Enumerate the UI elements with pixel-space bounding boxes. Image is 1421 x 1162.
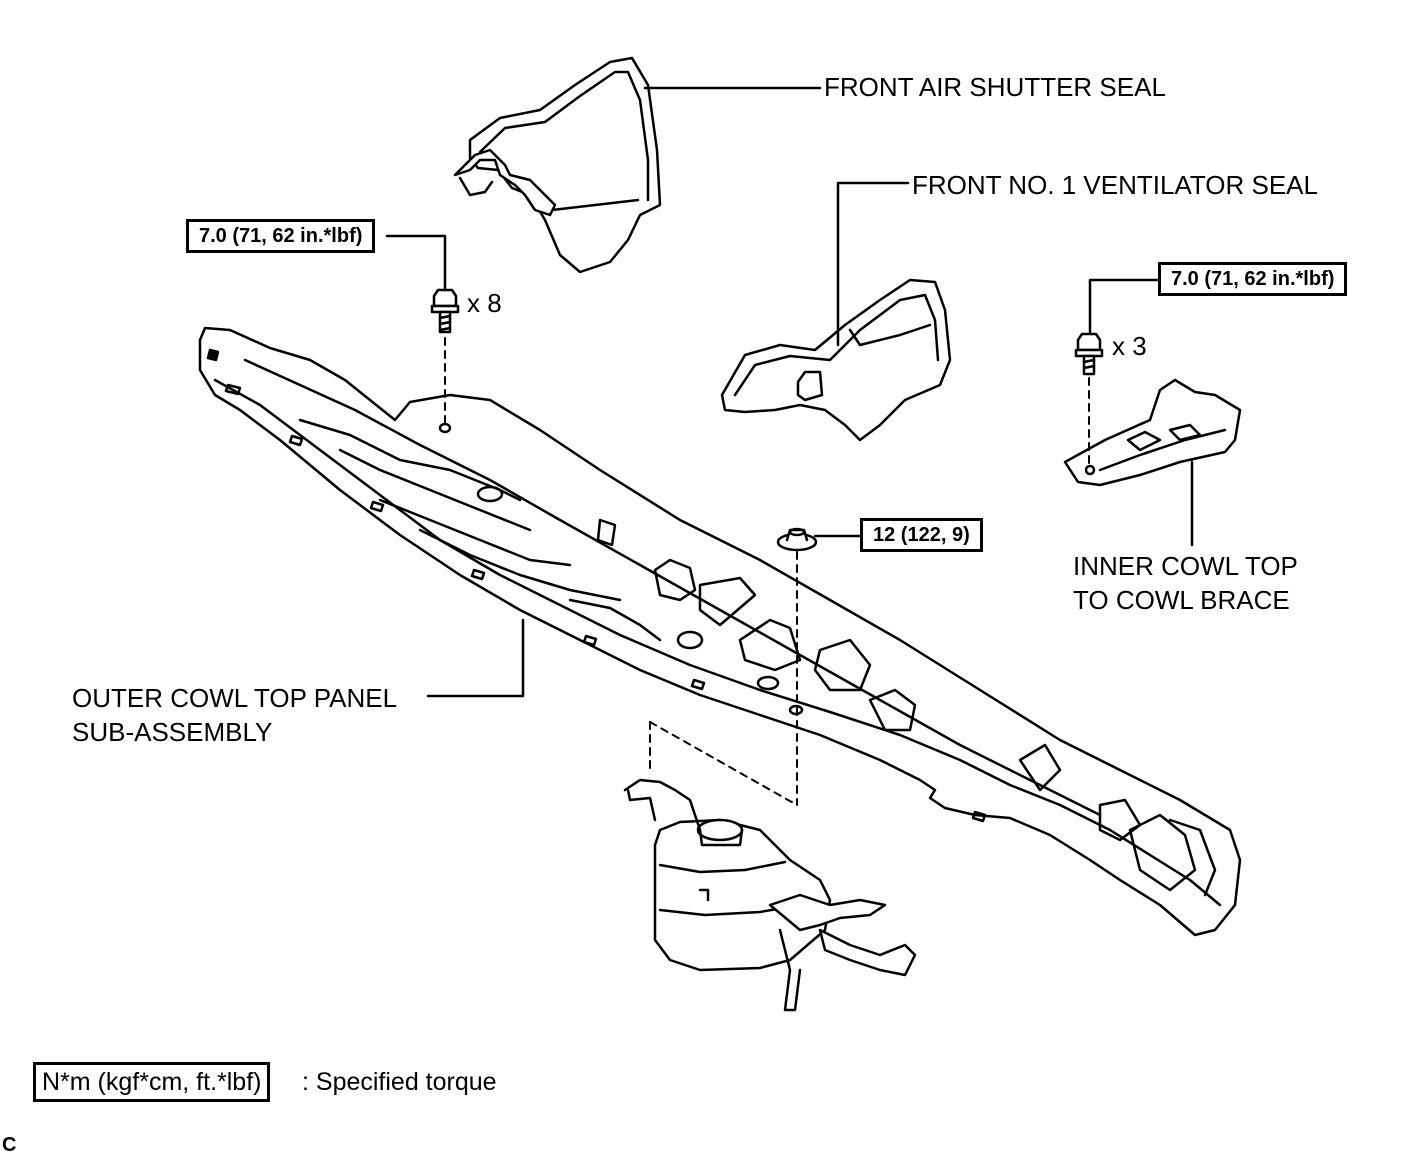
dashed-guide-lines — [444, 337, 1090, 806]
outer-cowl-label-line1: OUTER COWL TOP PANEL — [72, 683, 398, 713]
left-bolt-quantity: x 8 — [467, 288, 502, 318]
torque-legend-description: : Specified torque — [302, 1068, 497, 1096]
nut-icon — [776, 527, 818, 552]
inner-cowl-brace-part — [1063, 378, 1242, 487]
inner-cowl-label-line1: INNER COWL TOP — [1073, 551, 1298, 581]
front-no1-ventilator-seal-label: FRONT NO. 1 VENTILATOR SEAL — [912, 170, 1318, 200]
corner-code: C — [2, 1134, 17, 1156]
left-bolt-icon — [430, 288, 460, 334]
right-bolt-quantity: x 3 — [1112, 331, 1147, 361]
front-no1-ventilator-seal-part — [720, 278, 952, 442]
left-bolt-torque-box: 7.0 (71, 62 in.*lbf) — [186, 219, 376, 253]
inner-cowl-label-line2: TO COWL BRACE — [1073, 585, 1290, 615]
outer-cowl-label-line2: SUB-ASSEMBLY — [72, 717, 273, 747]
torque-unit-legend-box: N*m (kgf*cm, ft.*lbf) — [33, 1062, 271, 1102]
leader-lines — [385, 86, 1194, 698]
right-bolt-icon — [1074, 332, 1104, 376]
outer-cowl-top-panel-part — [198, 326, 1242, 937]
nut-torque-box: 12 (122, 9) — [860, 518, 983, 552]
front-air-shutter-seal-label: FRONT AIR SHUTTER SEAL — [824, 72, 1166, 102]
front-air-shutter-seal-part — [453, 56, 662, 274]
right-bolt-torque-box: 7.0 (71, 62 in.*lbf) — [1158, 262, 1348, 296]
washer-reservoir-part — [623, 778, 917, 1012]
